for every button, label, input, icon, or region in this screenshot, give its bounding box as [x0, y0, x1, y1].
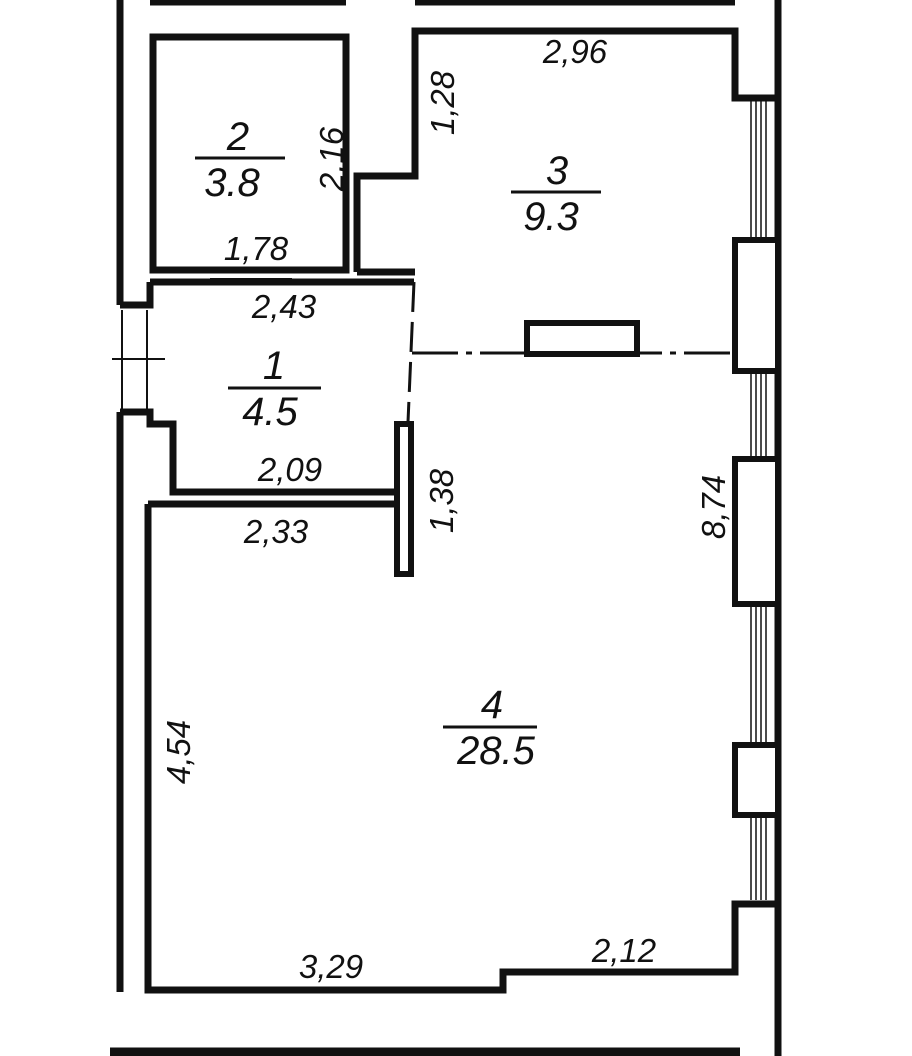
room-labels: 1 4.5 2 3.8 3 9.3 4 28.5: [195, 115, 601, 773]
room-4-number: 4: [481, 683, 503, 727]
room-3-number: 3: [546, 149, 568, 193]
dimension-labels: 2,16 1,78 2,96 1,28 2,43 2,09 1,38 2,33 …: [160, 33, 732, 985]
window-piers: [732, 237, 781, 818]
room-3-area: 9.3: [523, 195, 579, 239]
dim-partition-length: 1,38: [423, 468, 460, 533]
room-label-3: 3 9.3: [511, 149, 601, 239]
room-label-4: 4 28.5: [443, 683, 537, 773]
room-label-1: 1 4.5: [228, 344, 321, 434]
window-pier-1: [732, 237, 781, 374]
dim-hall-top: 2,43: [251, 288, 317, 325]
dim-hall-bottom: 2,09: [257, 451, 322, 488]
room-3-walls: [353, 27, 778, 272]
room-4-walls: [144, 504, 778, 994]
hall-walls: [120, 278, 414, 496]
window-pier-3: [732, 742, 781, 818]
room-2-area: 3.8: [204, 161, 260, 205]
room-4-area: 28.5: [456, 729, 536, 773]
dim-right-wall: 8,74: [695, 475, 732, 539]
dim-room3-top: 2,96: [542, 33, 608, 70]
dim-room4-left: 4,54: [160, 720, 197, 784]
dim-room2-height: 2,16: [313, 126, 350, 192]
dim-room4-bottom-right: 2,12: [591, 932, 656, 969]
room-2-number: 2: [226, 115, 249, 159]
radiator: [524, 320, 640, 357]
dim-room3-left-jog: 1,28: [424, 70, 461, 135]
dim-room4-top: 2,33: [243, 513, 309, 550]
dim-room2-width: 1,78: [224, 230, 289, 267]
dim-room4-bottom-left: 3,29: [299, 948, 363, 985]
windows: [732, 100, 781, 900]
window-pier-2: [732, 456, 781, 607]
room-1-number: 1: [263, 344, 285, 388]
room-label-2: 2 3.8: [195, 115, 285, 205]
room-1-area: 4.5: [242, 390, 298, 434]
hall-room3-boundary: [406, 281, 416, 423]
partition-wall: [394, 421, 414, 577]
